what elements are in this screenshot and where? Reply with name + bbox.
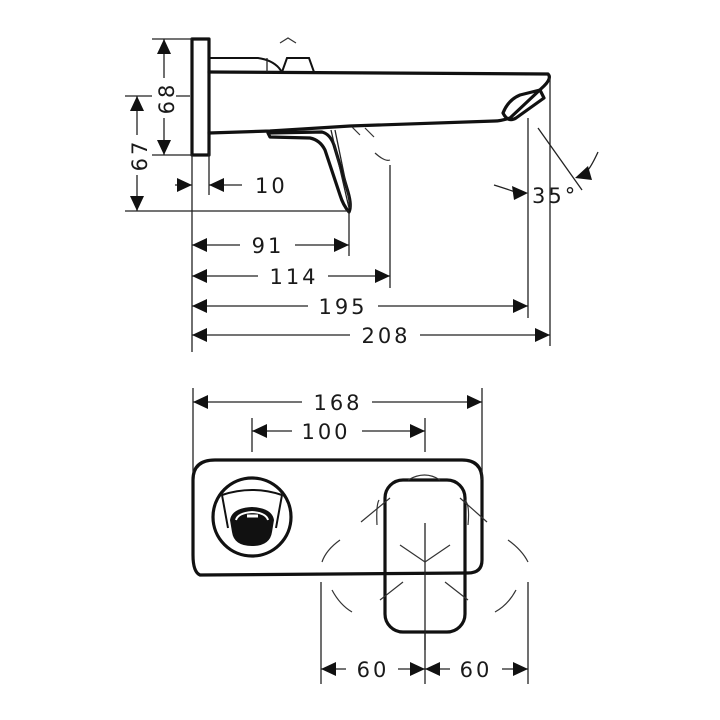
dim-label-91: 91 [252,234,285,258]
dimension-10: 10 [175,174,288,198]
dim-label-67: 67 [128,139,152,172]
dimension-67: 67 [125,96,152,211]
outlet-circle [211,476,293,558]
dimension-195: 195 [192,295,528,319]
dimension-60-left: 60 [321,658,425,682]
dimension-208: 208 [192,324,550,348]
dim-label-114: 114 [269,265,318,289]
handle-lever [266,130,352,214]
wall-plate [190,37,211,157]
dim-label-60-left: 60 [357,658,390,682]
front-plate [191,458,484,577]
dimension-114: 114 [192,265,390,289]
side-view [190,37,551,214]
outlet-aerator [230,507,274,546]
dimension-68: 68 [152,39,179,155]
dim-label-195: 195 [318,295,367,319]
dimension-91: 91 [192,234,349,258]
dim-label-10: 10 [255,174,288,198]
dimension-angle-35: 35° [493,127,599,208]
dim-label-168: 168 [313,391,362,415]
dimension-100: 100 [252,420,425,444]
dim-label-100: 100 [301,420,350,444]
side-extension-lines [125,38,551,352]
dim-label-60-right: 60 [460,658,493,682]
dimension-168: 168 [193,391,482,415]
dim-label-35-degrees: 35° [532,184,578,208]
spout-body [207,70,551,135]
dim-label-68: 68 [155,82,179,115]
aerator [501,88,546,122]
front-view [191,458,529,650]
front-extension-lines [192,388,529,684]
dimension-60-right: 60 [425,658,528,682]
spout-top-cap [209,57,315,73]
dim-label-208: 208 [361,324,410,348]
